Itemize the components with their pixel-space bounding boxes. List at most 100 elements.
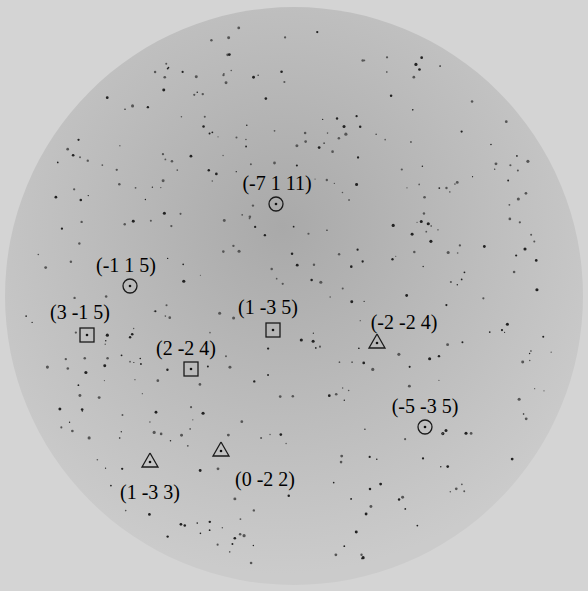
spot	[168, 316, 171, 319]
circle-marker	[418, 420, 432, 434]
spot	[182, 263, 184, 265]
spot	[307, 233, 309, 235]
spot	[423, 196, 426, 199]
spot	[518, 398, 521, 401]
spot	[504, 332, 505, 333]
spot	[121, 354, 123, 356]
spot	[162, 153, 164, 155]
spot	[227, 434, 230, 437]
spot	[160, 433, 163, 436]
spot	[78, 384, 80, 386]
spot	[104, 380, 105, 381]
spot	[350, 265, 353, 268]
spot	[418, 68, 421, 71]
spot	[217, 467, 220, 470]
spot	[446, 465, 449, 468]
spot	[460, 130, 462, 132]
spot	[535, 288, 538, 291]
spot	[75, 331, 77, 333]
spot	[166, 535, 168, 537]
spot	[328, 394, 331, 397]
spot	[101, 164, 103, 166]
spot	[361, 59, 364, 62]
spot	[425, 231, 427, 233]
spot	[196, 522, 198, 524]
spot	[420, 220, 423, 223]
diffraction-spots	[25, 27, 552, 565]
spot	[170, 440, 171, 441]
spot	[223, 219, 226, 222]
spot	[551, 352, 552, 353]
spot	[300, 338, 303, 341]
spot	[125, 510, 127, 512]
spot	[70, 260, 72, 262]
spot	[327, 132, 329, 134]
spot	[521, 360, 524, 363]
spot	[509, 164, 511, 166]
spot	[416, 222, 417, 223]
spot	[445, 187, 447, 189]
spot	[331, 150, 334, 153]
spot	[67, 367, 70, 370]
spot	[199, 383, 202, 386]
spot	[420, 56, 423, 59]
spot	[103, 364, 106, 367]
spot	[231, 543, 233, 545]
spot	[459, 244, 461, 246]
spot	[314, 178, 315, 179]
spot	[362, 556, 365, 559]
spot	[333, 482, 335, 484]
spot	[121, 414, 123, 416]
spot	[334, 183, 335, 184]
spot	[279, 395, 282, 398]
spot	[218, 312, 221, 315]
spot	[165, 315, 167, 317]
spot	[209, 133, 211, 135]
spot	[182, 280, 185, 283]
spot	[342, 192, 344, 194]
miller-index: (0 -2 2)	[235, 468, 295, 490]
spot	[269, 434, 270, 435]
miller-index: (2 -2 4)	[156, 337, 216, 359]
spot	[427, 222, 430, 225]
spot	[204, 116, 206, 118]
spot	[240, 420, 243, 423]
spot	[124, 108, 125, 109]
spot	[234, 537, 237, 540]
spot	[202, 93, 204, 95]
spot	[106, 96, 109, 99]
spot	[405, 294, 408, 297]
spot	[211, 131, 213, 133]
spot	[365, 513, 368, 516]
miller-index: (-1 1 5)	[96, 254, 156, 276]
spot	[457, 252, 459, 254]
spot	[464, 271, 466, 273]
spot	[284, 36, 286, 38]
spot	[73, 297, 75, 299]
spot	[118, 183, 121, 186]
spot	[257, 75, 258, 76]
spot	[134, 379, 135, 380]
spot	[106, 334, 109, 337]
spot	[350, 498, 352, 500]
marked-spot	[424, 426, 427, 429]
spot	[348, 390, 350, 392]
spot	[519, 221, 521, 223]
spot	[80, 221, 82, 223]
spot	[357, 156, 359, 158]
spot	[252, 76, 255, 79]
marked-spot	[149, 461, 152, 464]
spot	[154, 71, 156, 73]
spot	[228, 53, 231, 56]
spot	[296, 264, 299, 267]
spot	[222, 155, 223, 156]
spot	[253, 545, 254, 546]
spot	[250, 562, 253, 565]
spot	[359, 125, 361, 127]
spot	[245, 139, 247, 141]
spot	[235, 136, 237, 138]
spot	[483, 245, 486, 248]
spot	[471, 100, 474, 103]
